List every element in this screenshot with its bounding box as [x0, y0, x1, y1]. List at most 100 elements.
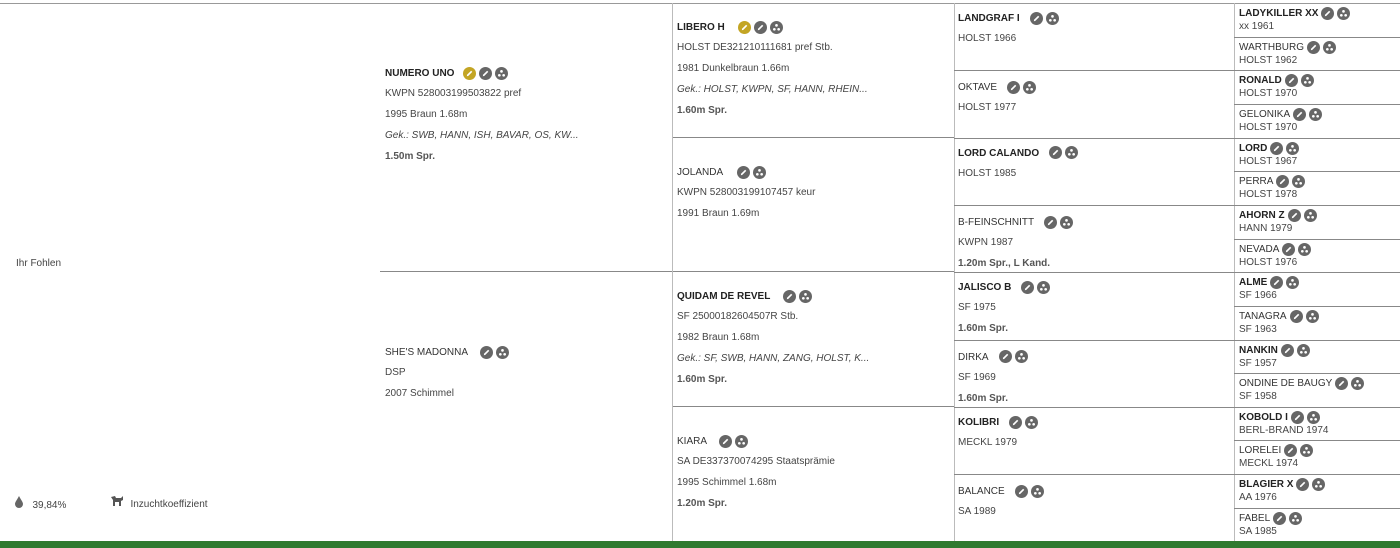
pedigree-icon[interactable]: [1030, 484, 1044, 498]
ds-name[interactable]: QUIDAM DE REVEL: [677, 291, 771, 302]
pedigree-icon[interactable]: [1045, 11, 1059, 25]
dd-card: KIARA SA DE337370074295 Staatsprämie 199…: [677, 434, 835, 509]
gen3-name[interactable]: JALISCO B: [958, 282, 1012, 294]
pedigree-icon[interactable]: [1300, 444, 1314, 458]
edit-icon[interactable]: [998, 350, 1012, 364]
edit-icon[interactable]: [1009, 415, 1023, 429]
pedigree-icon[interactable]: [1300, 74, 1314, 88]
gen4-name[interactable]: KOBOLD I: [1239, 411, 1288, 423]
pedigree-icon[interactable]: [1305, 309, 1319, 323]
edit-gold-icon[interactable]: [737, 20, 751, 34]
edit-icon[interactable]: [1293, 107, 1307, 121]
pedigree-icon[interactable]: [1037, 281, 1051, 295]
pedigree-icon[interactable]: [769, 20, 783, 34]
gen3-name[interactable]: LORD CALANDO: [958, 147, 1040, 159]
pedigree-icon[interactable]: [735, 434, 749, 448]
edit-icon[interactable]: [1280, 343, 1294, 357]
pedigree-icon[interactable]: [1014, 350, 1028, 364]
edit-icon[interactable]: [1284, 74, 1298, 88]
edit-icon[interactable]: [1273, 511, 1287, 525]
edit-gold-icon[interactable]: [463, 66, 477, 80]
gen4-name[interactable]: NANKIN: [1239, 344, 1278, 356]
edit-icon[interactable]: [753, 20, 767, 34]
pedigree-icon[interactable]: [1060, 215, 1074, 229]
edit-icon[interactable]: [1321, 7, 1335, 20]
gen4-name[interactable]: GELONIKA: [1239, 109, 1291, 121]
gen4-name[interactable]: RONALD: [1239, 75, 1282, 87]
gen4-name[interactable]: NEVADA: [1239, 243, 1280, 255]
pedigree-icon[interactable]: [798, 289, 812, 303]
pedigree-icon[interactable]: [1286, 276, 1300, 290]
edit-icon[interactable]: [1296, 478, 1310, 492]
pedigree-icon[interactable]: [1296, 343, 1310, 357]
pedigree-icon[interactable]: [1323, 40, 1336, 54]
ds-card: QUIDAM DE REVEL SF 25000182604507R Stb. …: [677, 289, 869, 385]
gen4-name[interactable]: BLAGIER X: [1239, 479, 1294, 491]
edit-icon[interactable]: [1276, 175, 1290, 189]
edit-icon[interactable]: [1007, 81, 1021, 95]
edit-icon[interactable]: [1014, 484, 1028, 498]
edit-icon[interactable]: [1270, 141, 1284, 155]
gen3-name[interactable]: DIRKA: [958, 351, 989, 363]
dam-name[interactable]: SHE'S MADONNA: [385, 347, 468, 358]
edit-icon[interactable]: [1335, 377, 1349, 391]
edit-icon[interactable]: [1307, 40, 1320, 54]
edit-icon[interactable]: [480, 345, 494, 359]
edit-icon[interactable]: [1270, 276, 1284, 290]
edit-icon[interactable]: [1044, 215, 1058, 229]
gen4-name[interactable]: WARTHBURG: [1239, 41, 1304, 53]
edit-icon[interactable]: [1021, 281, 1035, 295]
gen4-name[interactable]: LORELEI: [1239, 445, 1282, 457]
gen3-name[interactable]: B-FEINSCHNITT: [958, 216, 1035, 228]
gen4-name[interactable]: FABEL: [1239, 512, 1271, 524]
pedigree-icon[interactable]: [1286, 141, 1300, 155]
sire-name[interactable]: NUMERO UNO: [385, 68, 455, 79]
gen3-name[interactable]: LANDGRAF I: [958, 13, 1020, 24]
gen3-name[interactable]: KOLIBRI: [958, 416, 1000, 428]
edit-icon[interactable]: [1049, 146, 1063, 160]
edit-icon[interactable]: [479, 66, 493, 80]
pedigree-icon[interactable]: [1306, 410, 1320, 424]
pedigree-icon[interactable]: [1289, 511, 1303, 525]
edit-icon[interactable]: [1284, 444, 1298, 458]
dd-name[interactable]: KIARA: [677, 436, 707, 447]
pedigree-icon[interactable]: [1065, 146, 1079, 160]
gen4-name[interactable]: ONDINE DE BAUGY: [1239, 378, 1333, 390]
edit-icon[interactable]: [1029, 11, 1043, 25]
pedigree-icon[interactable]: [496, 345, 510, 359]
gen3-name[interactable]: OKTAVE: [958, 82, 998, 94]
gen4-name[interactable]: ALME: [1239, 277, 1268, 289]
gen4-name[interactable]: PERRA: [1239, 176, 1274, 188]
pedigree-icon[interactable]: [1337, 7, 1351, 20]
edit-icon[interactable]: [1290, 410, 1304, 424]
gen4-name[interactable]: TANAGRA: [1239, 310, 1287, 322]
pedigree-icon[interactable]: [753, 165, 767, 179]
edit-icon[interactable]: [1282, 242, 1296, 256]
edit-icon[interactable]: [782, 289, 796, 303]
gen3-perf: 1.60m Spr.: [958, 323, 1009, 335]
coefficient-link[interactable]: Inzuchtkoeffizient: [110, 494, 208, 512]
gen4-info: BERL-BRAND 1974: [1239, 424, 1329, 436]
pedigree-icon[interactable]: [1351, 377, 1365, 391]
ss-name[interactable]: LIBERO H: [677, 22, 725, 33]
sd-name[interactable]: JOLANDA: [677, 167, 723, 178]
pedigree-icon[interactable]: [1023, 81, 1037, 95]
gen3-info: KWPN 1987: [958, 236, 1014, 248]
pedigree-icon[interactable]: [1025, 415, 1039, 429]
pedigree-icon[interactable]: [1309, 107, 1323, 121]
pedigree-icon[interactable]: [1303, 208, 1317, 222]
pedigree-icon[interactable]: [1292, 175, 1306, 189]
pedigree-icon[interactable]: [1312, 478, 1326, 492]
pedigree-icon[interactable]: [495, 66, 509, 80]
gen4-name[interactable]: AHORN Z: [1239, 210, 1285, 222]
edit-icon[interactable]: [1287, 208, 1301, 222]
edit-icon[interactable]: [719, 434, 733, 448]
gen4-name[interactable]: LORD: [1239, 142, 1268, 154]
edit-icon[interactable]: [737, 165, 751, 179]
gen3-name[interactable]: BALANCE: [958, 486, 1005, 498]
pedigree-icon[interactable]: [1298, 242, 1312, 256]
edit-icon[interactable]: [1289, 309, 1303, 323]
gen4-name[interactable]: LADYKILLER XX: [1239, 8, 1319, 20]
